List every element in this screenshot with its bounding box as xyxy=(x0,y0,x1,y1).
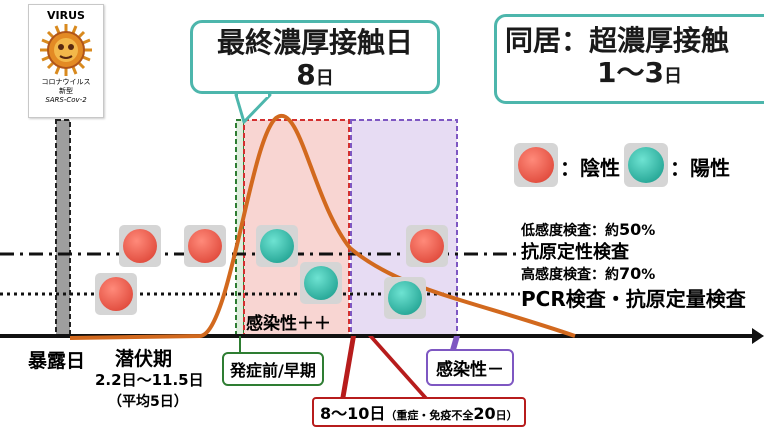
virus-card-caption-1: コロナウイルス xyxy=(41,78,91,86)
legend-positive-light xyxy=(624,143,668,187)
callout-last-contact: 最終濃厚接触日 8日 xyxy=(190,20,440,94)
infectious-period-label: 8〜10日（重症・免疫不全20日） xyxy=(312,397,526,427)
light-negative-1 xyxy=(119,225,161,267)
callout-cohabitant-title: 同居：超濃厚接触 xyxy=(505,24,730,57)
virus-card-caption-2: 新型 xyxy=(59,87,73,95)
coronavirus-icon xyxy=(40,24,92,76)
virus-card-title: VIRUS xyxy=(47,9,85,22)
callout-last-contact-value: 8 xyxy=(296,58,316,92)
callout-last-contact-title: 最終濃厚接触日 xyxy=(216,26,413,59)
infectivity-negative-label: 感染性－ xyxy=(426,349,514,386)
virus-card-caption-3: SARS-Cov-2 xyxy=(45,96,87,104)
low-sensitivity-label: 低感度検査：約50% xyxy=(521,220,656,239)
legend-negative-label: ：陰性 xyxy=(560,156,620,180)
legend-negative-light xyxy=(514,143,558,187)
light-positive-3 xyxy=(384,277,426,319)
time-axis-arrow xyxy=(752,328,764,344)
viral-load-curve xyxy=(69,113,576,340)
incubation-average: （平均5日） xyxy=(108,394,188,410)
legend-positive-label: ：陽性 xyxy=(670,156,730,180)
exposure-day-label: 暴露日 xyxy=(28,350,86,372)
neg-zone-pointer xyxy=(368,336,430,400)
high-zone-pointer xyxy=(340,336,356,400)
incubation-title: 潜伏期 xyxy=(115,348,173,370)
light-negative-2 xyxy=(184,225,226,267)
callout-cohabitant-value: 1〜3 xyxy=(597,56,664,90)
callout-last-contact-pointer xyxy=(234,93,272,124)
callout-cohabitant-unit: 日 xyxy=(663,66,682,88)
light-positive-1 xyxy=(256,225,298,267)
virus-card: VIRUS コロナウイルス 新型 SARS-Cov-2 xyxy=(28,4,104,118)
incubation-range: 2.2日〜11.5日 xyxy=(95,371,204,389)
infectivity-high-label: 感染性＋＋ xyxy=(246,314,331,334)
pre-onset-label: 発症前/早期 xyxy=(222,352,324,386)
callout-cohabitant: 同居：超濃厚接触 1〜3日 xyxy=(494,14,764,104)
light-negative-4 xyxy=(406,225,448,267)
neg-label-pointer xyxy=(450,336,460,350)
high-sensitivity-test-name: PCR検査・抗原定量検査 xyxy=(521,287,746,311)
low-sensitivity-test-name: 抗原定性検査 xyxy=(521,242,629,263)
light-negative-3 xyxy=(95,273,137,315)
high-sensitivity-label: 高感度検査：約70% xyxy=(521,264,656,283)
callout-last-contact-unit: 日 xyxy=(315,68,334,90)
exposure-day-bar xyxy=(55,119,71,337)
light-positive-2 xyxy=(300,262,342,304)
